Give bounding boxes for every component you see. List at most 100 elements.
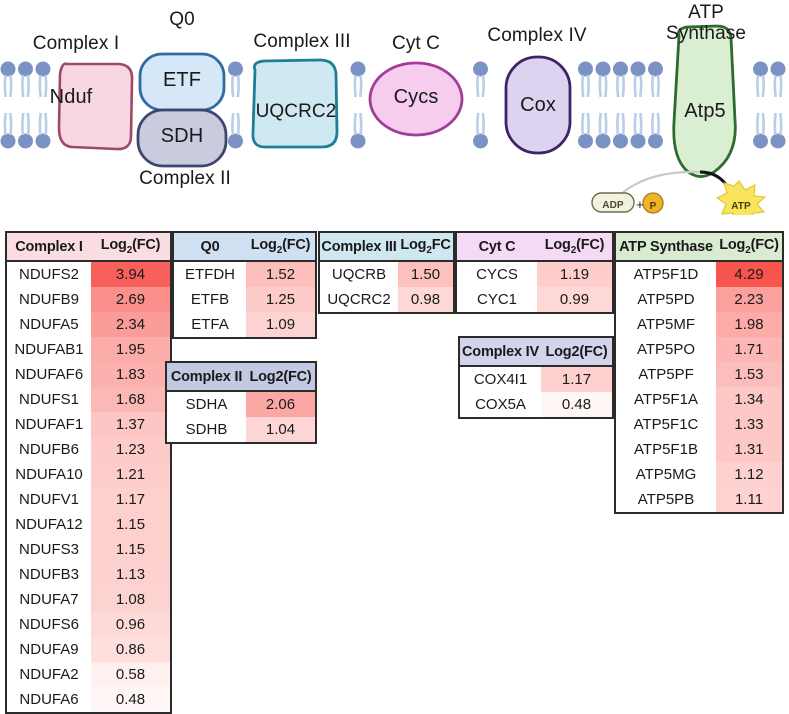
log2fc-value-cell: 1.12 [716,462,782,487]
log2fc-value-cell: 1.23 [91,437,170,462]
gene-name-cell: NDUFS3 [18,541,79,558]
log-label: Log [400,237,427,254]
gene-name-cell: NDUFAB1 [14,341,84,358]
gene-name-cell: NDUFA6 [19,691,79,708]
log-tail: (FC) [282,237,311,254]
gene-name-cell: ATP5MG [635,466,697,483]
log2fc-value-cell: 1.08 [91,587,170,612]
table-row: NDUFA2 0.58 [7,662,170,687]
gene-name-cell: NDUFA9 [19,641,79,658]
gene-name-cell: COX5A [475,396,526,413]
log2fc-value-cell: 1.17 [91,487,170,512]
log2fc-value-cell: 2.34 [91,312,170,337]
q0-label: Q0 [169,9,195,30]
gene-name-cell: CYCS [476,266,518,283]
log-tail: (FC) [132,237,161,254]
log2fc-value-cell: 4.29 [716,261,782,287]
log2fc-value-cell: 1.83 [91,362,170,387]
gene-name-cell: NDUFA10 [15,466,83,483]
gene-name-cell: UQCRB [331,266,387,283]
log2fc-value-cell: 1.25 [246,287,315,312]
log2fc-value-cell: 1.11 [716,487,782,512]
gene-name-cell: NDUFAF6 [14,366,84,383]
table-row: ATP5F1D 4.29 [616,261,782,287]
table-header-row: Complex IV Log2(FC) [460,338,612,367]
complex-iv-shape [504,55,572,155]
gene-name-cell: NDUFA7 [19,591,79,608]
complex-i-label: Complex I [32,33,120,54]
atp-synthase-gene-header: ATP Synthase [616,233,716,262]
complex-iii-shape [251,58,339,149]
complex-iii-label: Complex III [253,31,351,52]
log2fc-value-cell: 0.48 [91,687,170,712]
atp-synthase-label-line1: ATP [688,2,724,23]
table-header-row: Complex II Log2(FC) [167,363,315,392]
uqcrc2-label: UQCRC2 [255,101,337,122]
log-subscript: 2 [570,244,577,256]
gene-name-cell: ETFA [191,316,229,333]
log-tail: (FC) [576,237,605,254]
table-row: NDUFA7 1.08 [7,587,170,612]
log2fc-value-cell: 0.58 [91,662,170,687]
log2fc-value-cell: 1.53 [716,362,782,387]
log2fc-value-cell: 0.98 [398,287,453,312]
log-subscript: 2 [276,244,283,256]
log-tail: FC [431,237,451,254]
gene-name-cell: NDUFB3 [18,566,79,583]
log2fc-value-cell: 1.04 [246,417,315,442]
complex-ii-shape [136,108,228,168]
gene-name-cell: COX4I1 [473,371,528,388]
gene-name-cell: ATP5F1D [633,266,699,283]
nduf-label: Nduf [49,86,93,108]
log2fc-value-cell: 0.86 [91,637,170,662]
gene-name-cell: ATP5MF [636,316,696,333]
log2fc-value-cell: 1.17 [541,366,612,392]
gene-name-cell: SDHB [185,421,228,438]
log-tail: (FC) [750,237,779,254]
adp-label: ADP [602,200,624,211]
gene-name-cell: NDUFS1 [18,391,79,408]
gene-name-cell: ATP5F1C [633,416,699,433]
gene-name-cell: NDUFA2 [19,666,79,683]
table-row: SDHB 1.04 [167,417,315,442]
gene-name-cell: CYC1 [476,291,517,308]
gene-name-cell: NDUFV1 [18,491,79,508]
table-row: NDUFA12 1.15 [7,512,170,537]
cyt-c-gene-header: Cyt C [457,233,537,262]
atp-synthase-label-line2: Synthase [665,23,747,44]
table-row: COX4I1 1.17 [460,366,612,392]
gene-name-cell: ATP5PF [638,366,694,383]
cyt-c-label: Cyt C [392,33,440,54]
complex-iv-label: Complex IV [487,25,587,46]
log2fc-value-cell: 1.15 [91,512,170,537]
gene-name-cell: UQCRC2 [327,291,391,308]
log-subscript: 2 [126,244,133,256]
gene-name-cell: ATP5F1A [634,391,698,408]
log2fc-value-cell: 1.71 [716,337,782,362]
gene-name-cell: NDUFA12 [15,516,83,533]
gene-name-cell: NDUFB6 [18,441,79,458]
complex-ii-value-header: Log2(FC) [246,363,315,392]
